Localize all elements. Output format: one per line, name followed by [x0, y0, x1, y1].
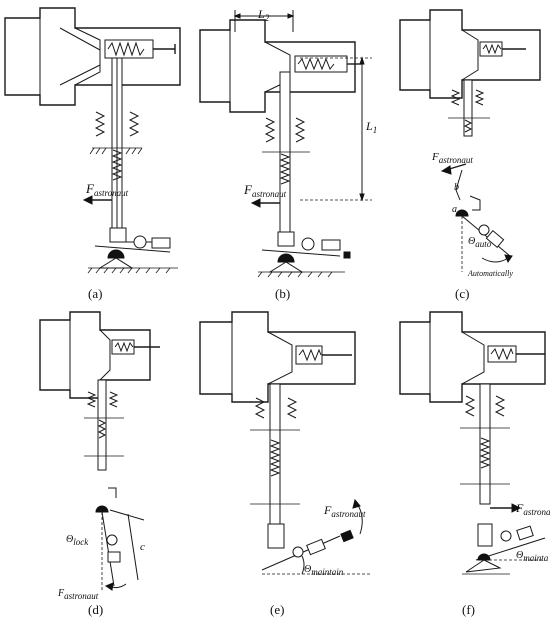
panel-a: Fastronaut (a)	[4, 7, 181, 301]
panel-label-a: (a)	[88, 286, 102, 301]
svg-text:Fastronaut: Fastronaut	[243, 182, 287, 199]
force-label-e: F	[323, 503, 332, 517]
panel-d: c Θlock Fastronaut (d)	[39, 311, 160, 617]
force-label-d: F	[57, 588, 65, 599]
svg-text:Fastronaut: Fastronaut	[85, 181, 129, 198]
panel-label-e: (e)	[270, 602, 284, 617]
svg-text:Fastronaut: Fastronaut	[323, 503, 366, 519]
svg-text:Θmaintain: Θmaintain	[304, 564, 344, 577]
a-label: a	[452, 204, 457, 215]
panel-label-f: (f)	[462, 602, 475, 617]
b-label: b	[454, 182, 459, 193]
panel-c: Fastronaut b a Θauto Automatically (c)	[399, 9, 541, 301]
L2-label: L	[257, 7, 265, 21]
automatically-label: Automatically	[467, 269, 513, 278]
svg-text:Θlock: Θlock	[66, 534, 89, 547]
force-label-b: F	[243, 182, 253, 197]
panel-f: Fastronau Θmainta (f)	[399, 311, 550, 617]
svg-text:L1: L1	[365, 119, 377, 135]
theta-maintain-label-e: Θ	[304, 564, 311, 575]
panel-b: L2 L1 Fastronaut (b)	[199, 7, 377, 301]
svg-text:L2: L2	[257, 7, 270, 23]
theta-auto-label: Θ	[468, 236, 475, 247]
svg-text:Θmainta: Θmainta	[516, 550, 549, 563]
theta-lock-label: Θ	[66, 534, 73, 545]
theta-maintain-label-f: Θ	[516, 550, 523, 561]
panel-label-b: (b)	[275, 286, 290, 301]
panel-label-c: (c)	[455, 286, 469, 301]
force-label-f: F	[515, 501, 524, 515]
panel-e: Fastronaut Θmaintain (e)	[199, 311, 370, 617]
panel-label-d: (d)	[88, 602, 103, 617]
c-label: c	[140, 541, 145, 553]
force-label-a: F	[85, 181, 95, 196]
svg-text:Fastronau: Fastronau	[515, 501, 550, 517]
svg-text:Θauto: Θauto	[468, 236, 492, 249]
L1-label: L	[365, 119, 373, 133]
svg-text:Fastronaut: Fastronaut	[57, 588, 99, 601]
force-label-c: F	[431, 151, 439, 163]
svg-text:Fastronaut: Fastronaut	[431, 151, 473, 165]
